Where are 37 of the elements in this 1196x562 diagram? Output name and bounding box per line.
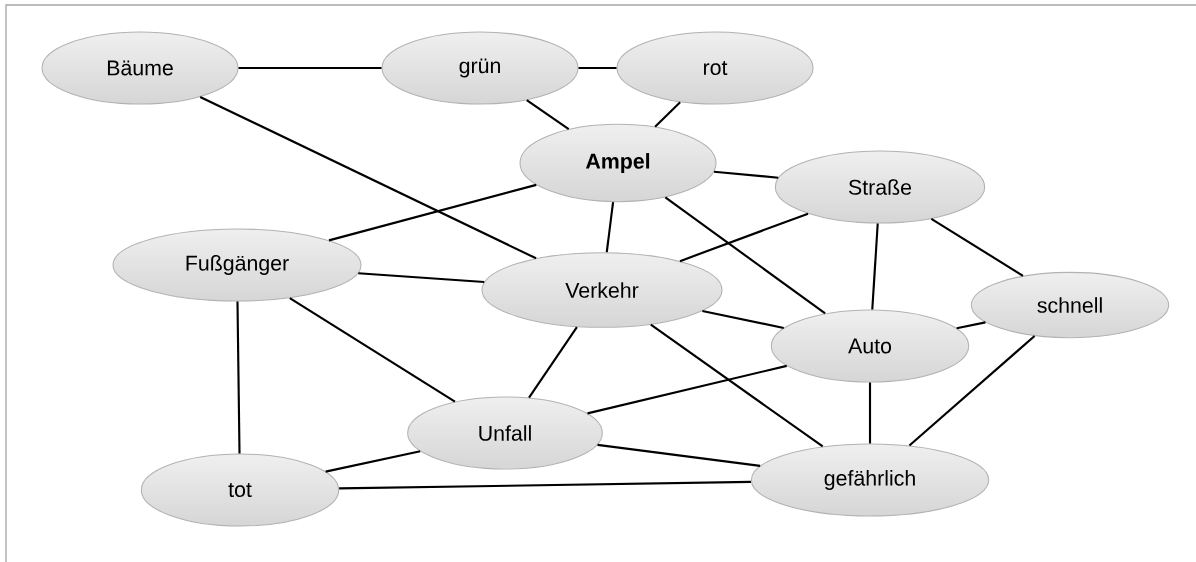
connector-line [526, 99, 570, 130]
connector-line [713, 170, 779, 179]
connector-line [702, 309, 784, 330]
connector-line [605, 202, 615, 253]
connector-line [578, 66, 617, 70]
connector-line [528, 326, 578, 399]
ellipse-node: tot [140, 453, 340, 527]
ellipse-node: Bäume [41, 31, 239, 105]
connector-line [597, 443, 761, 467]
connector-line [199, 95, 537, 260]
connector-line [238, 66, 382, 70]
connector-line [908, 335, 1036, 447]
connector-line [654, 101, 681, 128]
connector-line [650, 323, 824, 448]
ellipse-node: Verkehr [481, 252, 723, 328]
connector-line [289, 297, 456, 403]
ellipse-node: schnell [970, 271, 1170, 339]
connector-line [956, 321, 986, 330]
ellipse-node: Ampel [519, 123, 717, 203]
connector-line [339, 480, 751, 490]
ellipse-node: rot [616, 31, 814, 105]
ellipse-node: gefährlich [750, 443, 990, 517]
ellipse-node: Straße [774, 150, 986, 224]
ellipse-node: Auto [770, 309, 970, 383]
connector-line [664, 196, 826, 315]
connector-line [871, 223, 879, 310]
connector-line [358, 272, 485, 283]
ellipse-node: Fußgänger [112, 228, 362, 302]
connector-line [679, 212, 809, 263]
connector-line [587, 364, 787, 415]
connector-line [325, 450, 421, 473]
connector-line [868, 382, 872, 444]
connector-line [328, 183, 537, 242]
connector-line [930, 218, 1024, 277]
ellipse-node: Unfall [407, 396, 603, 470]
ellipse-node: grün [381, 31, 579, 105]
connector-line [236, 301, 241, 454]
